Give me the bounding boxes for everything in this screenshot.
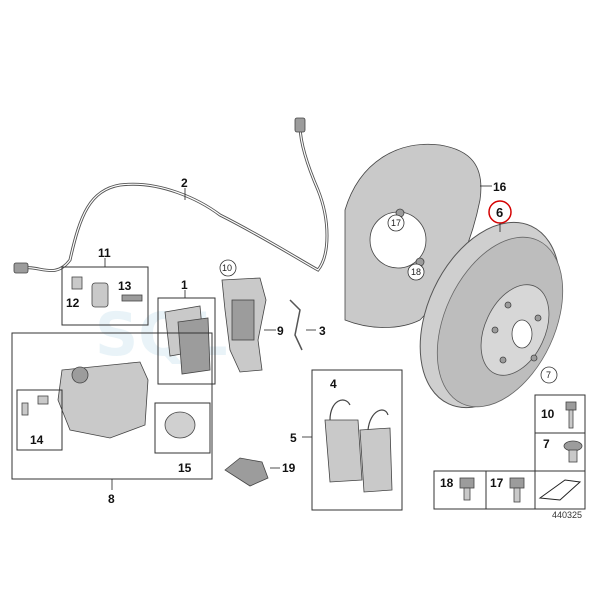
grid-label-7: 7 [543, 437, 550, 451]
label-14: 14 [30, 433, 44, 447]
wear-sensor-cable [13, 117, 329, 274]
box-14 [16, 389, 63, 451]
bolt-18 [459, 477, 475, 489]
box-5 [311, 369, 403, 511]
label-5: 5 [290, 431, 297, 445]
label-2: 2 [181, 176, 188, 190]
label-4: 4 [330, 377, 337, 391]
grid-label-17: 17 [490, 476, 504, 490]
callout-7-disc-circle [540, 366, 558, 384]
label-12: 12 [66, 296, 80, 310]
bolt-10 [565, 401, 577, 411]
part-13-bolt [121, 294, 143, 302]
label-16: 16 [493, 180, 507, 194]
cell-arrow [534, 470, 586, 510]
spring-clip [289, 299, 303, 351]
label-13: 13 [118, 279, 132, 293]
direction-arrow-icon [538, 479, 582, 501]
image-number: 440325 [552, 510, 582, 520]
grid-label-10: 10 [541, 407, 555, 421]
callout-18: 18 [411, 267, 421, 277]
bolt-17 [509, 477, 525, 489]
callout-18-circle [407, 263, 425, 281]
brake-disc [419, 221, 564, 409]
fastener-grid: 10 7 18 17 [433, 394, 586, 510]
label-9: 9 [277, 324, 284, 338]
label-15: 15 [178, 461, 192, 475]
label-11: 11 [98, 246, 111, 260]
caliper-piston [71, 366, 89, 384]
grid-label-18: 18 [440, 476, 454, 490]
part-19-grease [224, 457, 269, 487]
caliper-carrier [221, 277, 267, 373]
brake-pad-b [177, 317, 211, 375]
part-15-seal [164, 411, 196, 439]
part-12-sleeve [71, 276, 83, 290]
callout-17-circle [387, 214, 405, 232]
callout-7-disc: 7 [546, 370, 551, 380]
part-bleed-screw [21, 402, 29, 416]
label-6: 6 [496, 205, 503, 220]
callout-17: 17 [391, 218, 401, 228]
callout-10: 10 [222, 263, 232, 273]
bolt-7 [563, 440, 583, 452]
part-pin-boot [91, 282, 109, 308]
callout-10-circle [219, 259, 237, 277]
spring-part-a [324, 419, 363, 483]
label-8: 8 [108, 492, 115, 506]
spring-part-b [359, 427, 393, 493]
label-3: 3 [319, 324, 326, 338]
box-15 [154, 402, 211, 454]
label-19: 19 [282, 461, 296, 475]
part-bleed-cap [37, 395, 49, 405]
box-1 [157, 297, 216, 385]
brake-caliper [57, 361, 149, 439]
label-1: 1 [181, 278, 188, 292]
